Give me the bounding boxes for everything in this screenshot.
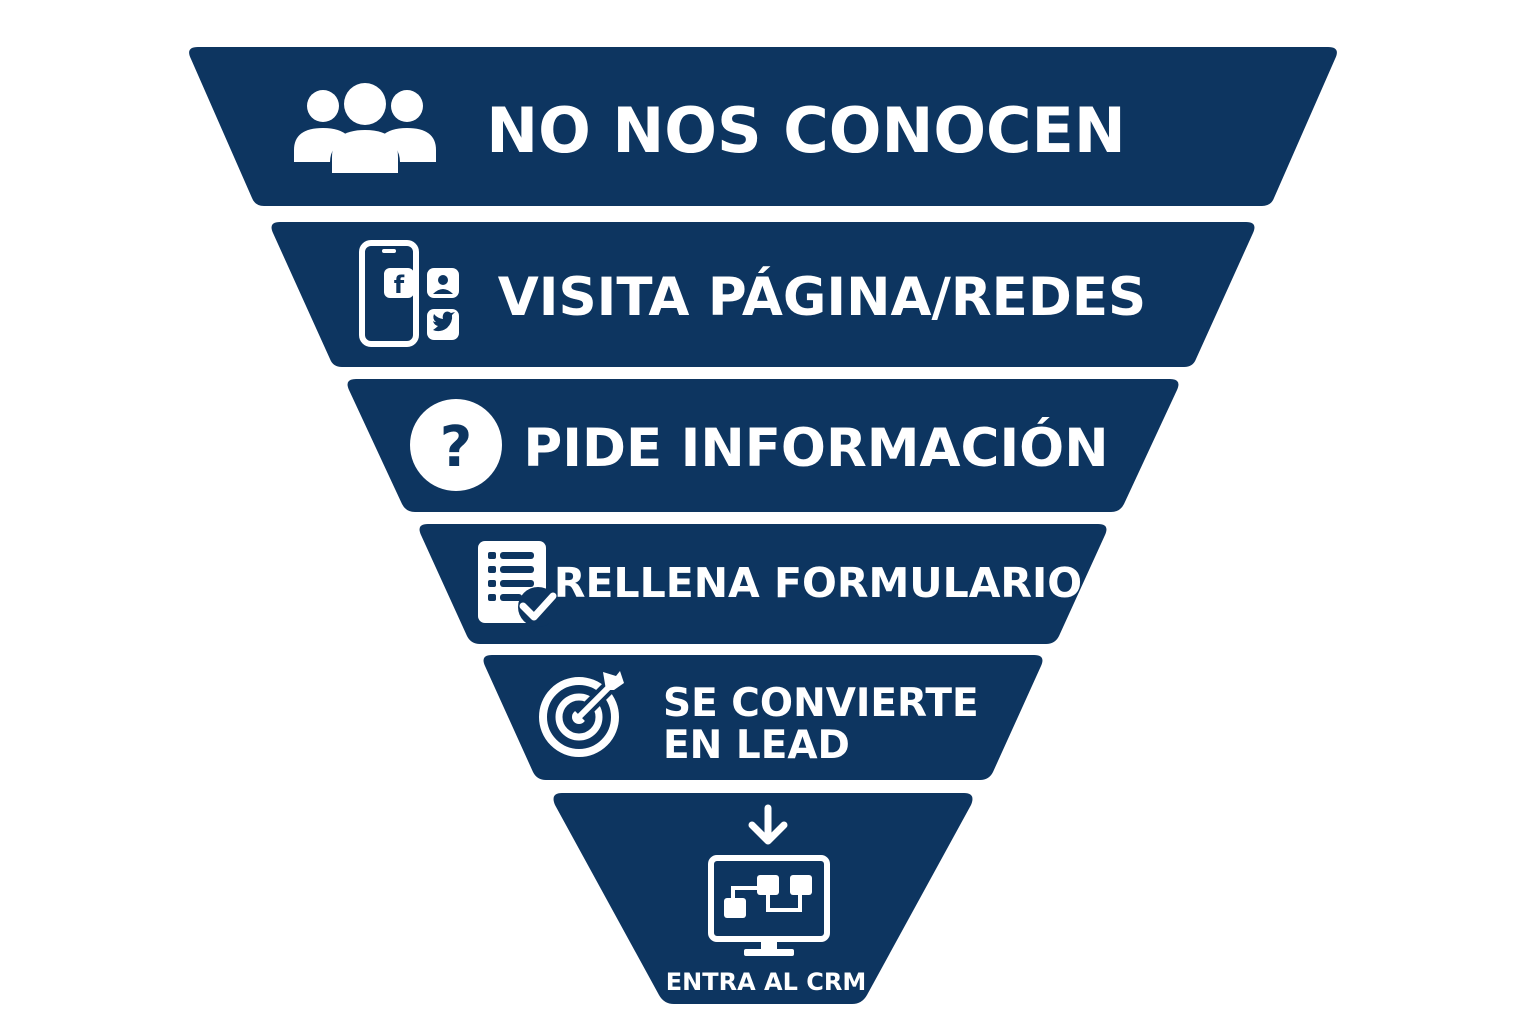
- funnel-stage-6: ENTRA AL CRM: [553, 793, 973, 1004]
- stage-4-label: RELLENA FORMULARIO: [554, 559, 1082, 607]
- question-circle-icon: ?: [410, 399, 502, 491]
- stage-5-band: [483, 655, 1043, 780]
- funnel-stage-5: SE CONVIERTE EN LEAD: [483, 655, 1043, 780]
- stage-1-label: NO NOS CONOCEN: [486, 94, 1126, 167]
- stage-4-band: [419, 524, 1107, 644]
- stage-3-band: [347, 379, 1179, 512]
- stage-6-label: ENTRA AL CRM: [666, 968, 866, 996]
- funnel-stage-4: RELLENA FORMULARIO: [419, 524, 1107, 644]
- stage-6-band: [553, 793, 973, 1004]
- stage-1-band: [189, 47, 1337, 206]
- funnel-stage-2: f VISITA PÁGINA/REDES: [271, 222, 1255, 367]
- target-arrow-icon: [539, 671, 624, 757]
- stage-2-band: [271, 222, 1255, 367]
- stage-5-label-line2: EN LEAD: [663, 723, 850, 768]
- smartphone-social-icon: f: [359, 240, 459, 347]
- crm-monitor-icon: [708, 804, 830, 956]
- funnel-stage-1: NO NOS CONOCEN: [189, 47, 1337, 206]
- funnel-stage-3: ? PIDE INFORMACIÓN: [347, 379, 1179, 512]
- svg-text:?: ?: [440, 415, 472, 480]
- stage-3-label: PIDE INFORMACIÓN: [523, 416, 1108, 479]
- svg-text:f: f: [394, 271, 405, 299]
- stage-5-label-line1: SE CONVIERTE: [663, 681, 979, 726]
- users-group-icon: [294, 83, 436, 173]
- stage-2-label: VISITA PÁGINA/REDES: [498, 265, 1146, 328]
- form-check-icon: [478, 541, 558, 627]
- arrow-down-icon: [748, 804, 788, 845]
